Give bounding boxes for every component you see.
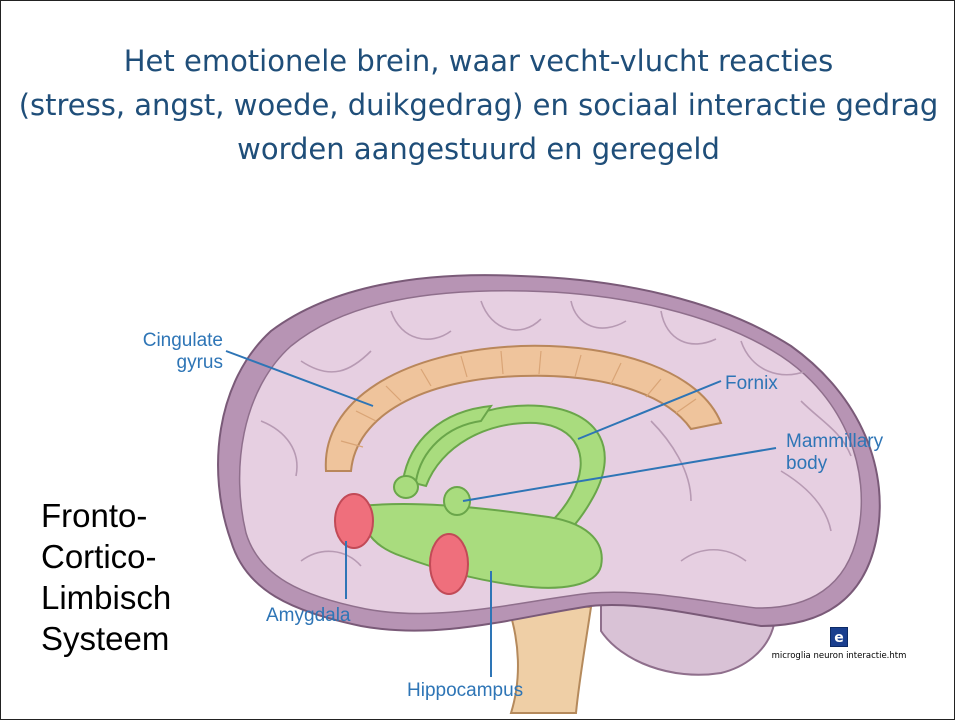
label-hippocampus: Hippocampus <box>407 680 523 702</box>
label-cingulate-gyrus: Cingulate gyrus <box>131 330 223 374</box>
system-label: Fronto- Cortico- Limbisch Systeem <box>41 495 171 659</box>
file-link-name[interactable]: microglia neuron interactie.htm <box>759 651 919 661</box>
fornix-knob <box>394 476 418 498</box>
e-document-icon[interactable]: e <box>830 627 848 647</box>
amygdala-front <box>335 494 373 548</box>
label-fornix: Fornix <box>725 373 778 395</box>
label-mammillary-body: Mammillary body <box>786 431 883 475</box>
label-amygdala: Amygdala <box>266 605 351 627</box>
file-link[interactable]: e microglia neuron interactie.htm <box>759 627 919 661</box>
amygdala-back <box>430 534 468 594</box>
